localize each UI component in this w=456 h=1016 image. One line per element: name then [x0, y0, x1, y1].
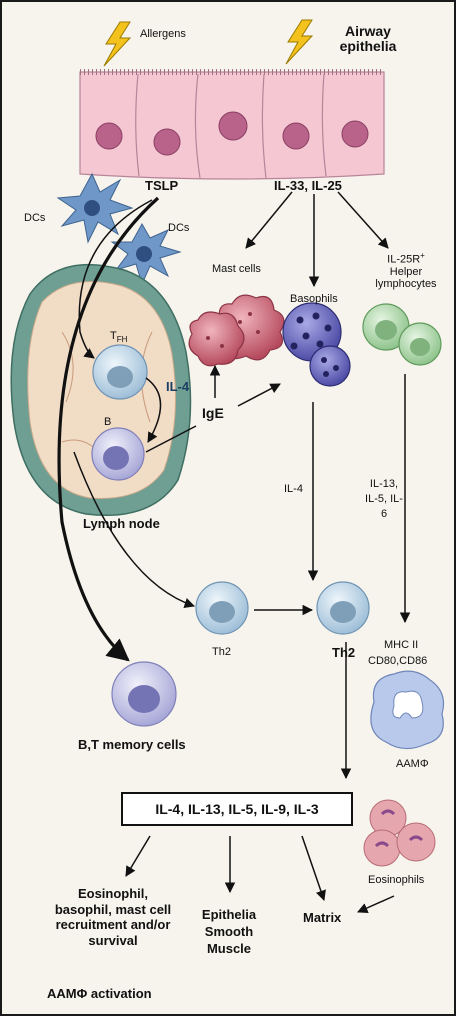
recruitment-label: Eosinophil, basophil, mast cell recruitm…	[54, 886, 172, 948]
tfh-cell	[92, 344, 148, 400]
th2-cell	[316, 581, 370, 635]
mhc-ii-label: MHC II	[384, 639, 419, 651]
il13-il5-il6-label: IL-13, IL-5, IL-6	[365, 478, 403, 520]
lightning-icon	[285, 19, 314, 65]
lymphocytes-line: lymphocytes	[375, 277, 437, 290]
mast-cell	[188, 311, 245, 367]
b-cell-label: B	[104, 416, 112, 428]
epithelia-smooth-muscle-label: Epithelia Smooth Muscle	[201, 907, 257, 956]
ige-label: IgE	[202, 405, 224, 421]
helper-lymphocyte	[398, 322, 442, 366]
th2-label-right: Th2	[332, 645, 356, 660]
th2-label-left: Th2	[212, 646, 231, 658]
il4-vertical-label: IL-4	[284, 483, 303, 495]
airway-epithelia-label: Airway epithelia	[339, 23, 397, 55]
lymph-node-label: Lymph node	[83, 516, 160, 531]
il4-curved-label: IL-4	[166, 379, 190, 394]
dendritic-cell	[56, 172, 134, 244]
helper-lymphocyte	[362, 303, 410, 351]
il25r-sup: +	[420, 251, 425, 260]
tfh-sub: FH	[116, 335, 128, 345]
dcs-label-right: DCs	[168, 222, 190, 234]
il25r-helper-label: IL-25R+ Helper lymphocytes	[366, 251, 446, 290]
dcs-label-left: DCs	[24, 212, 46, 224]
basophil	[309, 345, 351, 387]
arrows	[57, 191, 411, 913]
memory-cell	[111, 661, 177, 727]
cytokine-box: IL-4, IL-13, IL-5, IL-9, IL-3	[121, 792, 353, 826]
memory-cells-label: B,T memory cells	[78, 737, 186, 752]
macrophage	[370, 670, 445, 750]
b-cell	[91, 427, 145, 481]
eosinophil	[363, 799, 436, 867]
helper-line: Helper	[389, 265, 423, 278]
tslp-label: TSLP	[145, 178, 179, 193]
basophils-label: Basophils	[290, 293, 338, 305]
il33-il25-label: IL-33, IL-25	[274, 178, 342, 193]
aam-label: AAMΦ	[396, 758, 429, 770]
tfh-label: TFH	[110, 330, 127, 345]
lightning-icon	[103, 21, 132, 67]
th2-cell	[195, 581, 249, 635]
airway-epithelium	[79, 69, 385, 180]
allergens-label: Allergens	[140, 28, 186, 40]
eosinophils-label: Eosinophils	[368, 874, 425, 886]
tfh-main: T	[110, 330, 117, 342]
mast-cells-label: Mast cells	[212, 263, 261, 275]
cd80-cd86-label: CD80,CD86	[368, 655, 428, 667]
il25r-main: IL-25R	[387, 253, 421, 266]
matrix-label: Matrix	[303, 910, 342, 925]
aam-activation-label: AAMΦ activation	[47, 986, 152, 1001]
